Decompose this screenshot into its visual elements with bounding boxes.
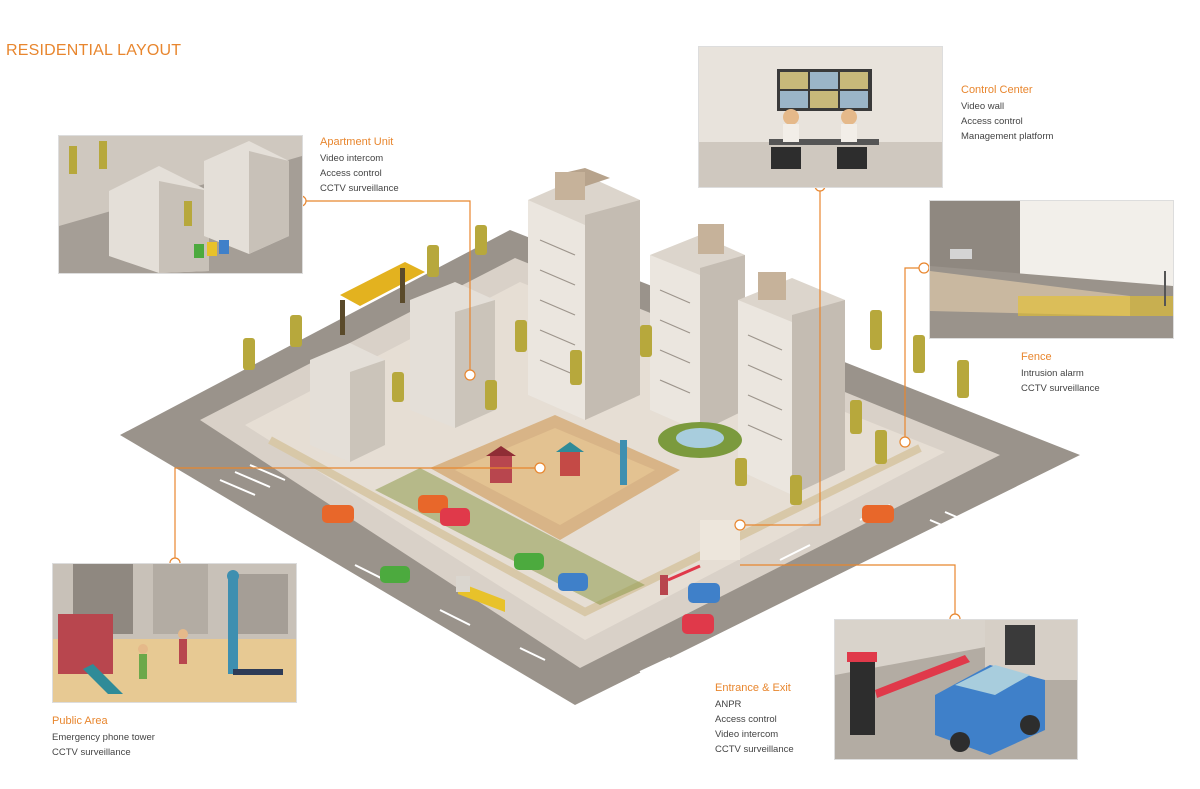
entrance-exit-item: Video intercom <box>715 729 779 740</box>
public-area-heading: Public Area <box>52 715 108 727</box>
control-center-item: Video wall <box>961 101 1005 112</box>
public-area-image <box>52 563 297 703</box>
apartment-unit-item: CCTV surveillance <box>320 183 399 194</box>
control-center-heading: Control Center <box>961 84 1033 96</box>
fountain <box>658 422 742 458</box>
page-title: RESIDENTIAL LAYOUT <box>6 42 182 59</box>
public-area-item: Emergency phone tower <box>52 732 155 743</box>
tower-west-small <box>310 343 385 462</box>
tower-north <box>528 168 640 420</box>
entrance-exit-image <box>834 619 1078 760</box>
apartment-unit-item: Access control <box>320 168 382 179</box>
tower-west-tall <box>410 282 495 428</box>
tower-east <box>738 272 845 495</box>
fence-heading: Fence <box>1021 351 1052 363</box>
entrance-gate <box>660 520 740 595</box>
entrance-exit-heading: Entrance & Exit <box>715 682 791 694</box>
public-area-item: CCTV surveillance <box>52 747 131 758</box>
control-center-image <box>698 46 943 188</box>
fence-image <box>929 200 1174 339</box>
fence-item: CCTV surveillance <box>1021 383 1100 394</box>
apartment-unit-callout: Apartment Unit Video intercom Access con… <box>320 134 399 196</box>
apartment-unit-image <box>58 135 303 274</box>
entrance-exit-callout: Entrance & Exit ANPR Access control Vide… <box>715 680 794 757</box>
fence-callout: Fence Intrusion alarm CCTV surveillance <box>1021 349 1100 396</box>
entrance-exit-item: ANPR <box>715 699 742 710</box>
fence-item: Intrusion alarm <box>1021 368 1084 379</box>
entrance-exit-item: CCTV surveillance <box>715 744 794 755</box>
tower-center <box>650 224 745 432</box>
control-center-item: Management platform <box>961 131 1054 142</box>
entrance-exit-item: Access control <box>715 714 777 725</box>
control-center-item: Access control <box>961 116 1023 127</box>
public-area-callout: Public Area Emergency phone tower CCTV s… <box>52 713 155 760</box>
apartment-unit-heading: Apartment Unit <box>320 136 394 148</box>
control-center-callout: Control Center Video wall Access control… <box>961 82 1053 144</box>
apartment-unit-item: Video intercom <box>320 153 384 164</box>
